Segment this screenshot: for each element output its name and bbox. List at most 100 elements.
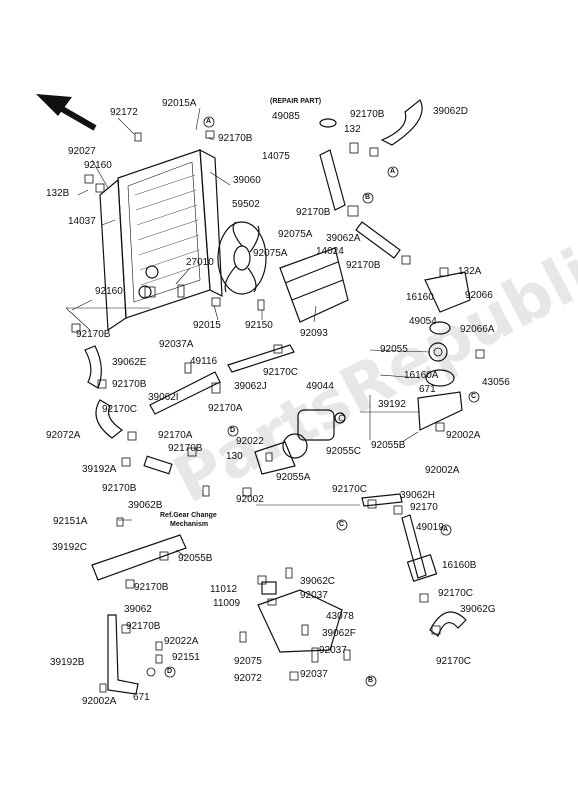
part-label: 49019 <box>416 522 444 533</box>
part-label: 92170B <box>102 483 137 494</box>
callout-b: B <box>368 677 374 684</box>
part-label: 92022A <box>164 636 199 647</box>
part-label: 14075 <box>262 151 290 162</box>
callout-a: A <box>206 118 212 125</box>
part-label: 92055C <box>326 446 362 457</box>
callout-d: D <box>230 427 236 434</box>
part-label: 39062A <box>326 233 361 244</box>
callout-c: C <box>471 393 477 400</box>
part-label: 92002 <box>236 494 264 505</box>
callout-d: D <box>167 668 173 675</box>
part-label: 92170A <box>208 403 243 414</box>
part-label: 92027 <box>68 146 96 157</box>
part-label: 92170C <box>263 367 299 378</box>
part-label: 92066 <box>465 290 493 301</box>
part-label: 39062E <box>112 357 147 368</box>
part-label: 39060 <box>233 175 261 186</box>
part-label: 92075 <box>234 656 262 667</box>
part-label: 39062H <box>400 490 436 501</box>
part-label: 92093 <box>300 328 328 339</box>
part-label: 14024 <box>316 246 344 257</box>
part-label: 43056 <box>482 377 510 388</box>
part-label: 92015A <box>162 98 197 109</box>
front-arrow-icon <box>36 94 97 131</box>
part-label: 59502 <box>232 199 260 210</box>
cooling-fan <box>217 221 267 295</box>
part-label: 92037 <box>319 645 347 656</box>
hose-39062h <box>361 493 403 507</box>
hose-39062e <box>84 345 102 389</box>
part-label: 92170B <box>346 260 381 271</box>
part-label: 92055B <box>178 553 213 564</box>
part-label: 92170C <box>436 656 472 667</box>
part-label: 39062B <box>128 500 163 511</box>
part-label: 92055B <box>371 440 406 451</box>
part-label: 92170B <box>168 443 203 454</box>
part-label: 49085 <box>272 111 300 122</box>
part-label: 49116 <box>190 356 218 367</box>
hose-left-curve <box>95 399 124 439</box>
radiator-cap <box>319 118 337 128</box>
part-label: 49054 <box>409 316 437 327</box>
hose-39062b <box>143 455 173 475</box>
part-label: 92150 <box>245 320 273 331</box>
part-label: 92151 <box>172 652 200 663</box>
part-label: 92002A <box>446 430 481 441</box>
part-label: 92072 <box>234 673 262 684</box>
part-label: 132A <box>458 266 482 277</box>
pipe-39062j <box>149 371 221 415</box>
part-label: 92055A <box>276 472 311 483</box>
reserve-tank <box>279 247 349 323</box>
upper-hose <box>380 99 423 146</box>
part-label: 92172 <box>110 107 138 118</box>
part-label: 27010 <box>186 257 214 268</box>
hose-39062a <box>355 221 401 259</box>
part-label: 39062 <box>124 604 152 615</box>
part-label: 39062J <box>234 381 267 392</box>
part-label: 92170A <box>158 430 193 441</box>
part-label: 49044 <box>306 381 334 392</box>
part-label: 92160 <box>95 286 123 297</box>
part-label: 92170B <box>296 207 331 218</box>
part-label: 671 <box>133 692 150 703</box>
ref-note-line2: Mechanism <box>170 521 209 528</box>
water-pump <box>254 409 346 475</box>
part-label: 92075A <box>278 229 313 240</box>
reservoir-tank-lower <box>257 581 343 653</box>
part-label: 130 <box>226 451 243 462</box>
callout-a: A <box>443 526 449 533</box>
part-label: 92170C <box>102 404 138 415</box>
ref-note-line1: Ref.Gear Change <box>160 512 217 519</box>
part-label: 16160A <box>404 370 439 381</box>
part-label: 39062F <box>322 628 356 639</box>
part-label: 92151A <box>53 516 88 527</box>
part-label: 92170B <box>134 582 169 593</box>
water-pipe <box>319 149 346 211</box>
part-label: 92015 <box>193 320 221 331</box>
part-label: 92170 <box>410 502 438 513</box>
radiator-core <box>99 148 223 332</box>
part-label: 92170C <box>438 588 474 599</box>
callout-b: B <box>365 194 371 201</box>
sensor-16160b <box>406 554 438 582</box>
repair-part-note: (REPAIR PART) <box>270 98 322 105</box>
part-label: 92066A <box>460 324 495 335</box>
part-label: 39062C <box>300 576 336 587</box>
part-label: 11012 <box>210 584 238 595</box>
part-label: 92037 <box>300 669 328 680</box>
part-label: 92055 <box>380 344 408 355</box>
part-label: 92170B <box>76 329 111 340</box>
part-label: 92170C <box>332 484 368 495</box>
part-label: 92022 <box>236 436 264 447</box>
part-label: 92170B <box>126 621 161 632</box>
part-label: 43078 <box>326 611 354 622</box>
part-label: 39192A <box>82 464 117 475</box>
part-label: 92170B <box>218 133 253 144</box>
pipe-49019 <box>401 514 427 579</box>
part-label: 671 <box>419 384 436 395</box>
part-label: 39062D <box>433 106 469 117</box>
part-label: 92075A <box>253 248 288 259</box>
part-label: 92037A <box>159 339 194 350</box>
part-label: 92002A <box>82 696 117 707</box>
